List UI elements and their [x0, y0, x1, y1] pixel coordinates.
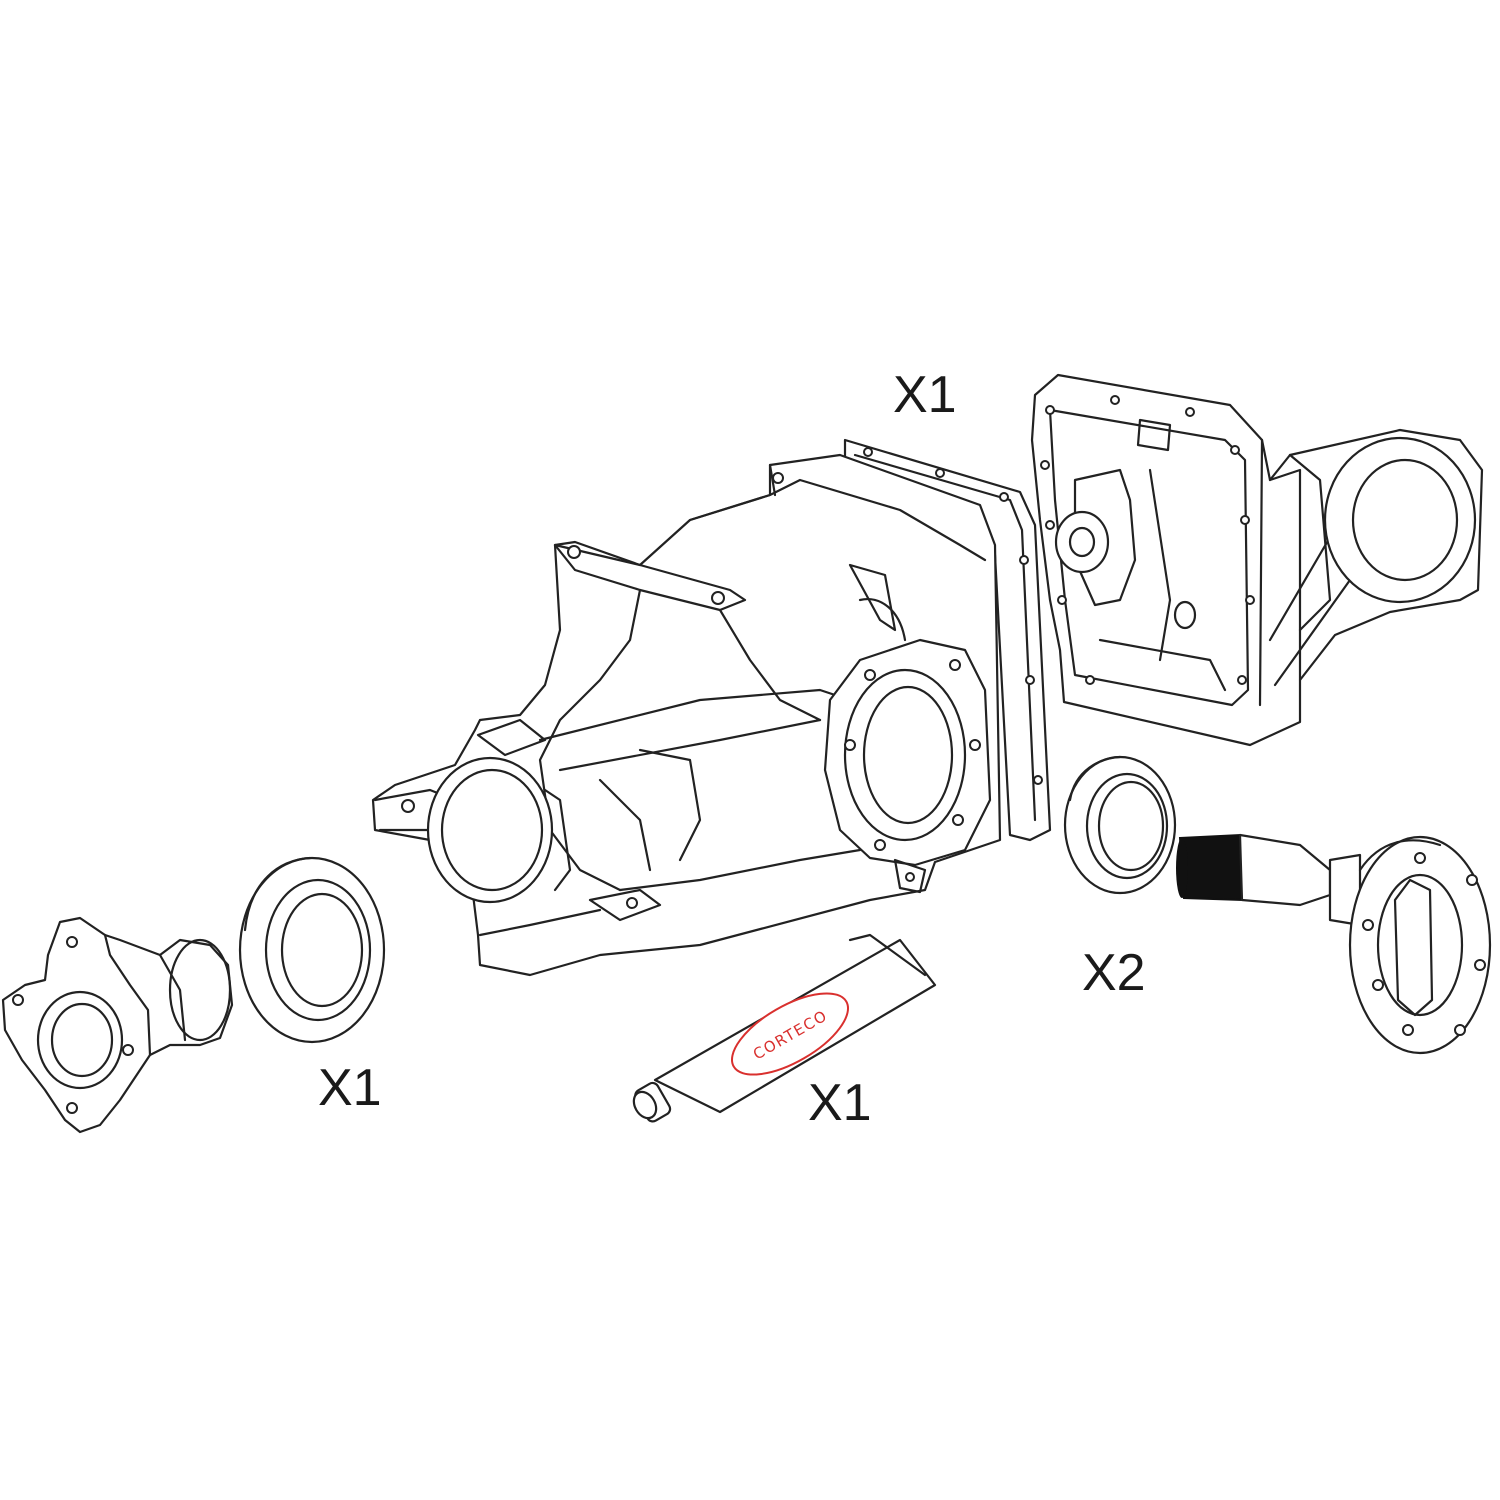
shaft-seal-quantity: X1: [318, 1059, 382, 1117]
side-shaft-seal: [1063, 755, 1177, 895]
input-flange: [1, 916, 234, 1134]
input-shaft-seal: [238, 856, 386, 1044]
output-flange-shaft: [1176, 833, 1492, 1055]
sealant-quantity: X1: [808, 1074, 872, 1132]
side-seal-quantity: X2: [1082, 944, 1146, 1002]
gasket-quantity: X1: [893, 366, 957, 424]
sealant-tube: CORTECO: [632, 933, 937, 1123]
differential-rear-cover: [1030, 373, 1484, 747]
differential-housing: [371, 453, 1002, 977]
